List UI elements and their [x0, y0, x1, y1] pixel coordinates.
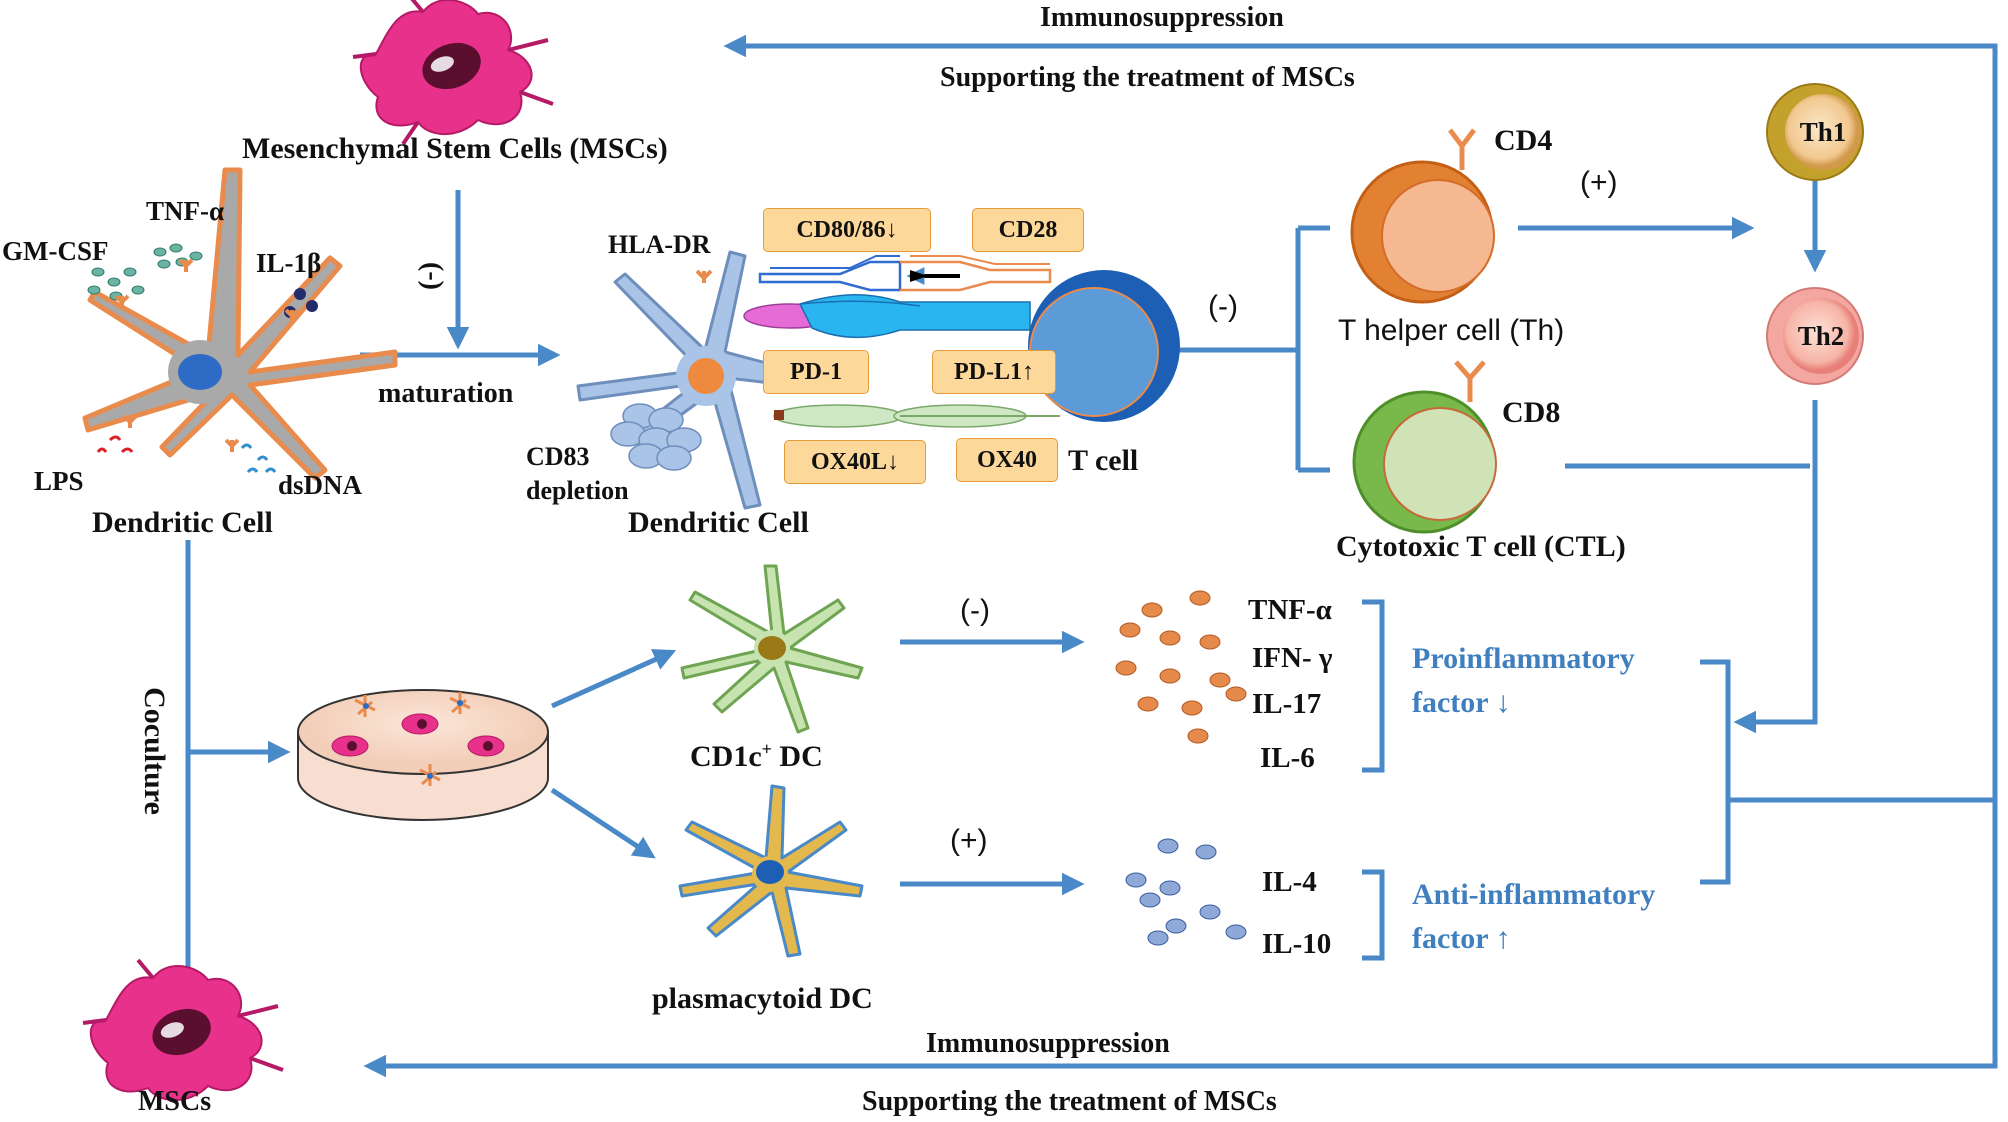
cd1c-rest: DC	[771, 740, 823, 773]
cd28-box: CD28	[972, 208, 1084, 252]
th2-label: Th2	[1797, 320, 1845, 351]
stimulus-dsdna: dsDNA	[278, 470, 363, 500]
stimulus-il1b: IL-1β	[256, 248, 322, 278]
ctl-label: Cytotoxic T cell (CTL)	[1336, 530, 1626, 563]
stimuli-dots	[87, 243, 318, 474]
pro-ifng: IFN- γ	[1252, 642, 1333, 674]
factor-bracket	[1700, 659, 1731, 885]
ctl-cell	[1352, 360, 1497, 534]
pro-bracket	[1362, 599, 1385, 773]
t-cell-mid	[1028, 270, 1180, 422]
cd1c-dc-cell	[680, 564, 864, 734]
top-feedback-arrow	[723, 34, 1998, 612]
pro-factor-label-2: factor ↓	[1412, 686, 1511, 719]
msc-bottom-label: MSCs	[138, 1086, 212, 1117]
pdc-label: plasmacytoid DC	[652, 982, 873, 1015]
dendritic-cell-left	[82, 167, 398, 481]
th-plus-label: (+)	[1580, 166, 1618, 199]
pdc-plus-label: (+)	[950, 824, 988, 857]
cd83-label: CD83	[526, 442, 590, 471]
ox40l-box: OX40L↓	[784, 440, 926, 484]
pdl1-box: PD-L1↑	[932, 350, 1056, 394]
pro-il17: IL-17	[1252, 688, 1322, 720]
tcell-inhibit-label: (-)	[1208, 290, 1238, 323]
anti-bracket	[1362, 869, 1385, 961]
top-immunosuppression-label: Immunosuppression	[1040, 2, 1284, 33]
pdc-cell	[678, 784, 864, 958]
cd1c-dc-label: CD1c+ DC	[690, 740, 823, 772]
t-cell-label: T cell	[1068, 444, 1139, 477]
anti-il4: IL-4	[1262, 866, 1317, 898]
msc-label: Mesenchymal Stem Cells (MSCs)	[242, 132, 668, 165]
maturation-label: maturation	[378, 378, 514, 409]
pro-factor-label-1: Proinflammatory	[1412, 642, 1635, 675]
tcell-bracket	[1170, 225, 1330, 473]
cd4-label: CD4	[1494, 124, 1553, 157]
th-cell-label: T helper cell (Th)	[1338, 314, 1565, 347]
receptor-icons	[114, 258, 300, 452]
anti-factor-label-1: Anti-inflammatory	[1412, 878, 1656, 911]
anti-factor-label-2: factor ↑	[1412, 922, 1511, 955]
dendritic-cell-mid	[576, 250, 802, 510]
bottom-feedback-arrow	[363, 612, 1998, 1078]
cd1c-base: CD1c	[690, 740, 762, 773]
anti-cytokine-dots	[1125, 838, 1247, 946]
cd8-label: CD8	[1502, 396, 1561, 429]
pro-il6: IL-6	[1260, 742, 1315, 774]
msc-bottom-cell	[82, 958, 284, 1102]
coculture-dish	[297, 689, 549, 821]
th2-cell	[1766, 287, 1864, 385]
stimulus-lps: LPS	[34, 466, 84, 496]
coculture-label: Coculture	[137, 687, 171, 815]
dish-to-pdc-arrow	[550, 787, 656, 859]
th2-to-factor-arrow	[1733, 400, 1818, 734]
pd1-box: PD-1	[763, 350, 869, 394]
dish-to-cd1c-arrow	[550, 649, 677, 709]
dc-mid-label: Dendritic Cell	[628, 506, 809, 539]
cd1c-sup: +	[761, 739, 772, 759]
cd83-cluster	[610, 403, 702, 471]
cd80-86-box: CD80/86↓	[763, 208, 931, 252]
hla-dr-icon	[695, 269, 713, 283]
bottom-supporting-label: Supporting the treatment of MSCs	[862, 1086, 1277, 1117]
anti-il10: IL-10	[1262, 928, 1332, 960]
pro-tnfa: TNF-α	[1248, 594, 1332, 626]
th1-label: Th1	[1799, 116, 1847, 147]
top-supporting-label: Supporting the treatment of MSCs	[940, 62, 1355, 93]
th-cell	[1350, 128, 1495, 304]
ox40-box: OX40	[956, 438, 1058, 482]
cd83-depletion-label: depletion	[526, 476, 629, 505]
bottom-immunosuppression-label: Immunosuppression	[926, 1028, 1170, 1059]
stimulus-gmcsf: GM-CSF	[2, 236, 109, 266]
th1-cell	[1766, 83, 1864, 181]
msc-top-cell	[352, 0, 554, 146]
stimulus-tnfa: TNF-α	[146, 196, 225, 226]
dc-left-label: Dendritic Cell	[92, 506, 273, 539]
msc-inhibit-label: (-)	[416, 262, 448, 290]
pro-cytokine-dots	[1115, 590, 1247, 744]
hla-dr-label: HLA-DR	[608, 230, 711, 259]
synapse-molecules	[743, 255, 1060, 428]
connector-lines	[185, 34, 1998, 1078]
cd1c-minus-label: (-)	[960, 594, 990, 627]
